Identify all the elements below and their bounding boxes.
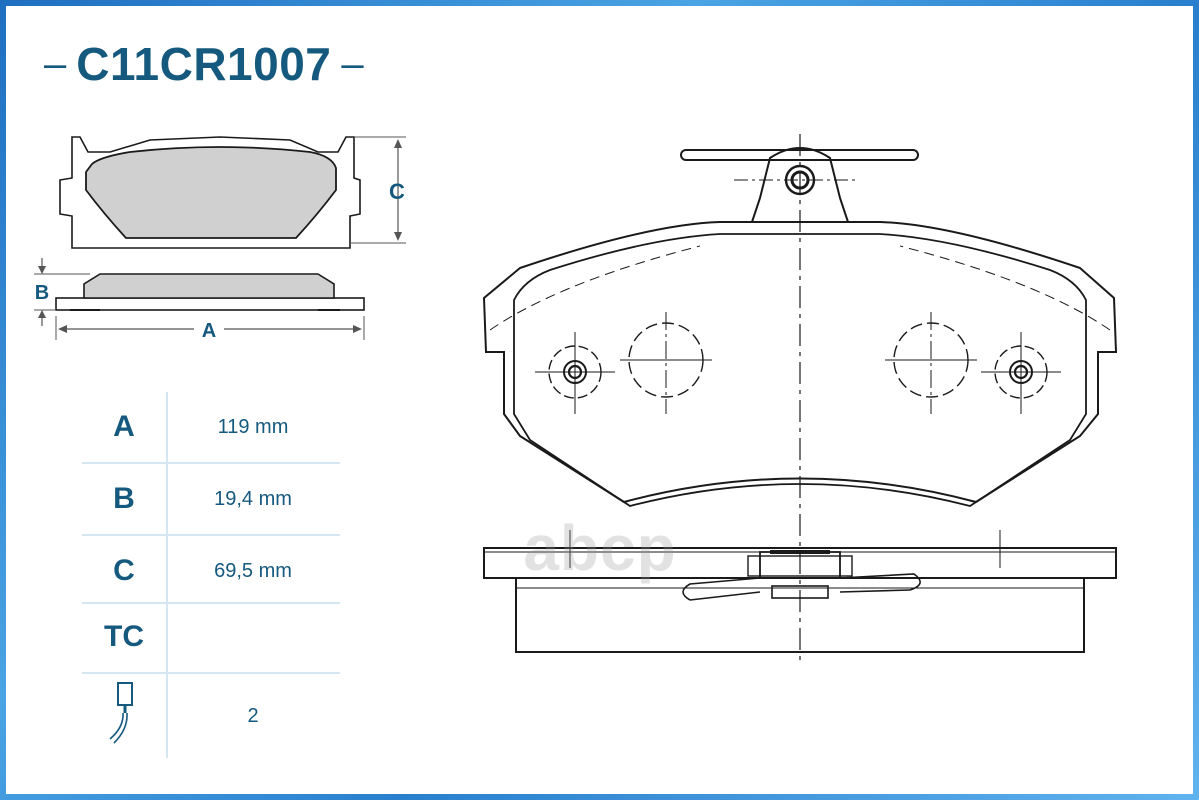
- spec-divider: [82, 602, 340, 604]
- spec-key: C: [113, 554, 135, 587]
- spec-row-sensor: 2: [82, 674, 340, 758]
- spec-row-a: A 119 mm: [82, 392, 340, 462]
- dim-label-c: C: [389, 179, 405, 204]
- dim-label-a: A: [202, 320, 216, 342]
- product-title: – C11CR1007 –: [44, 36, 364, 92]
- spec-divider: [82, 534, 340, 536]
- spec-key: [82, 677, 166, 755]
- spec-divider: [82, 462, 340, 464]
- spec-value: 19,4 mm: [214, 487, 292, 510]
- spec-value: 69,5 mm: [214, 559, 292, 582]
- spec-row-b: B 19,4 mm: [82, 464, 340, 534]
- main-pad-drawing: [482, 134, 1118, 660]
- friction-pad-side-view: [83, 273, 335, 299]
- spec-key: TC: [104, 620, 144, 653]
- spec-value: 119 mm: [217, 415, 289, 438]
- dim-label-b: B: [35, 282, 49, 304]
- spec-row-c: C 69,5 mm: [82, 536, 340, 606]
- title-dash-right: –: [341, 42, 364, 86]
- spec-divider: [82, 672, 340, 674]
- specs-column-divider: [166, 392, 168, 758]
- spec-value: 2: [247, 704, 259, 727]
- title-dash-left: –: [44, 42, 67, 86]
- backing-plate-side-view: [55, 297, 365, 311]
- friction-pad-top-view: [85, 146, 337, 239]
- spec-row-tc: TC: [82, 604, 340, 670]
- spec-key: B: [113, 482, 135, 515]
- spec-key: A: [113, 410, 135, 443]
- product-code: C11CR1007: [76, 38, 332, 90]
- specs-table: A 119 mm B 19,4 mm C 69,5 mm TC 2: [82, 392, 340, 758]
- wear-sensor-icon: [109, 682, 133, 744]
- watermark-logo: abcp: [523, 512, 677, 584]
